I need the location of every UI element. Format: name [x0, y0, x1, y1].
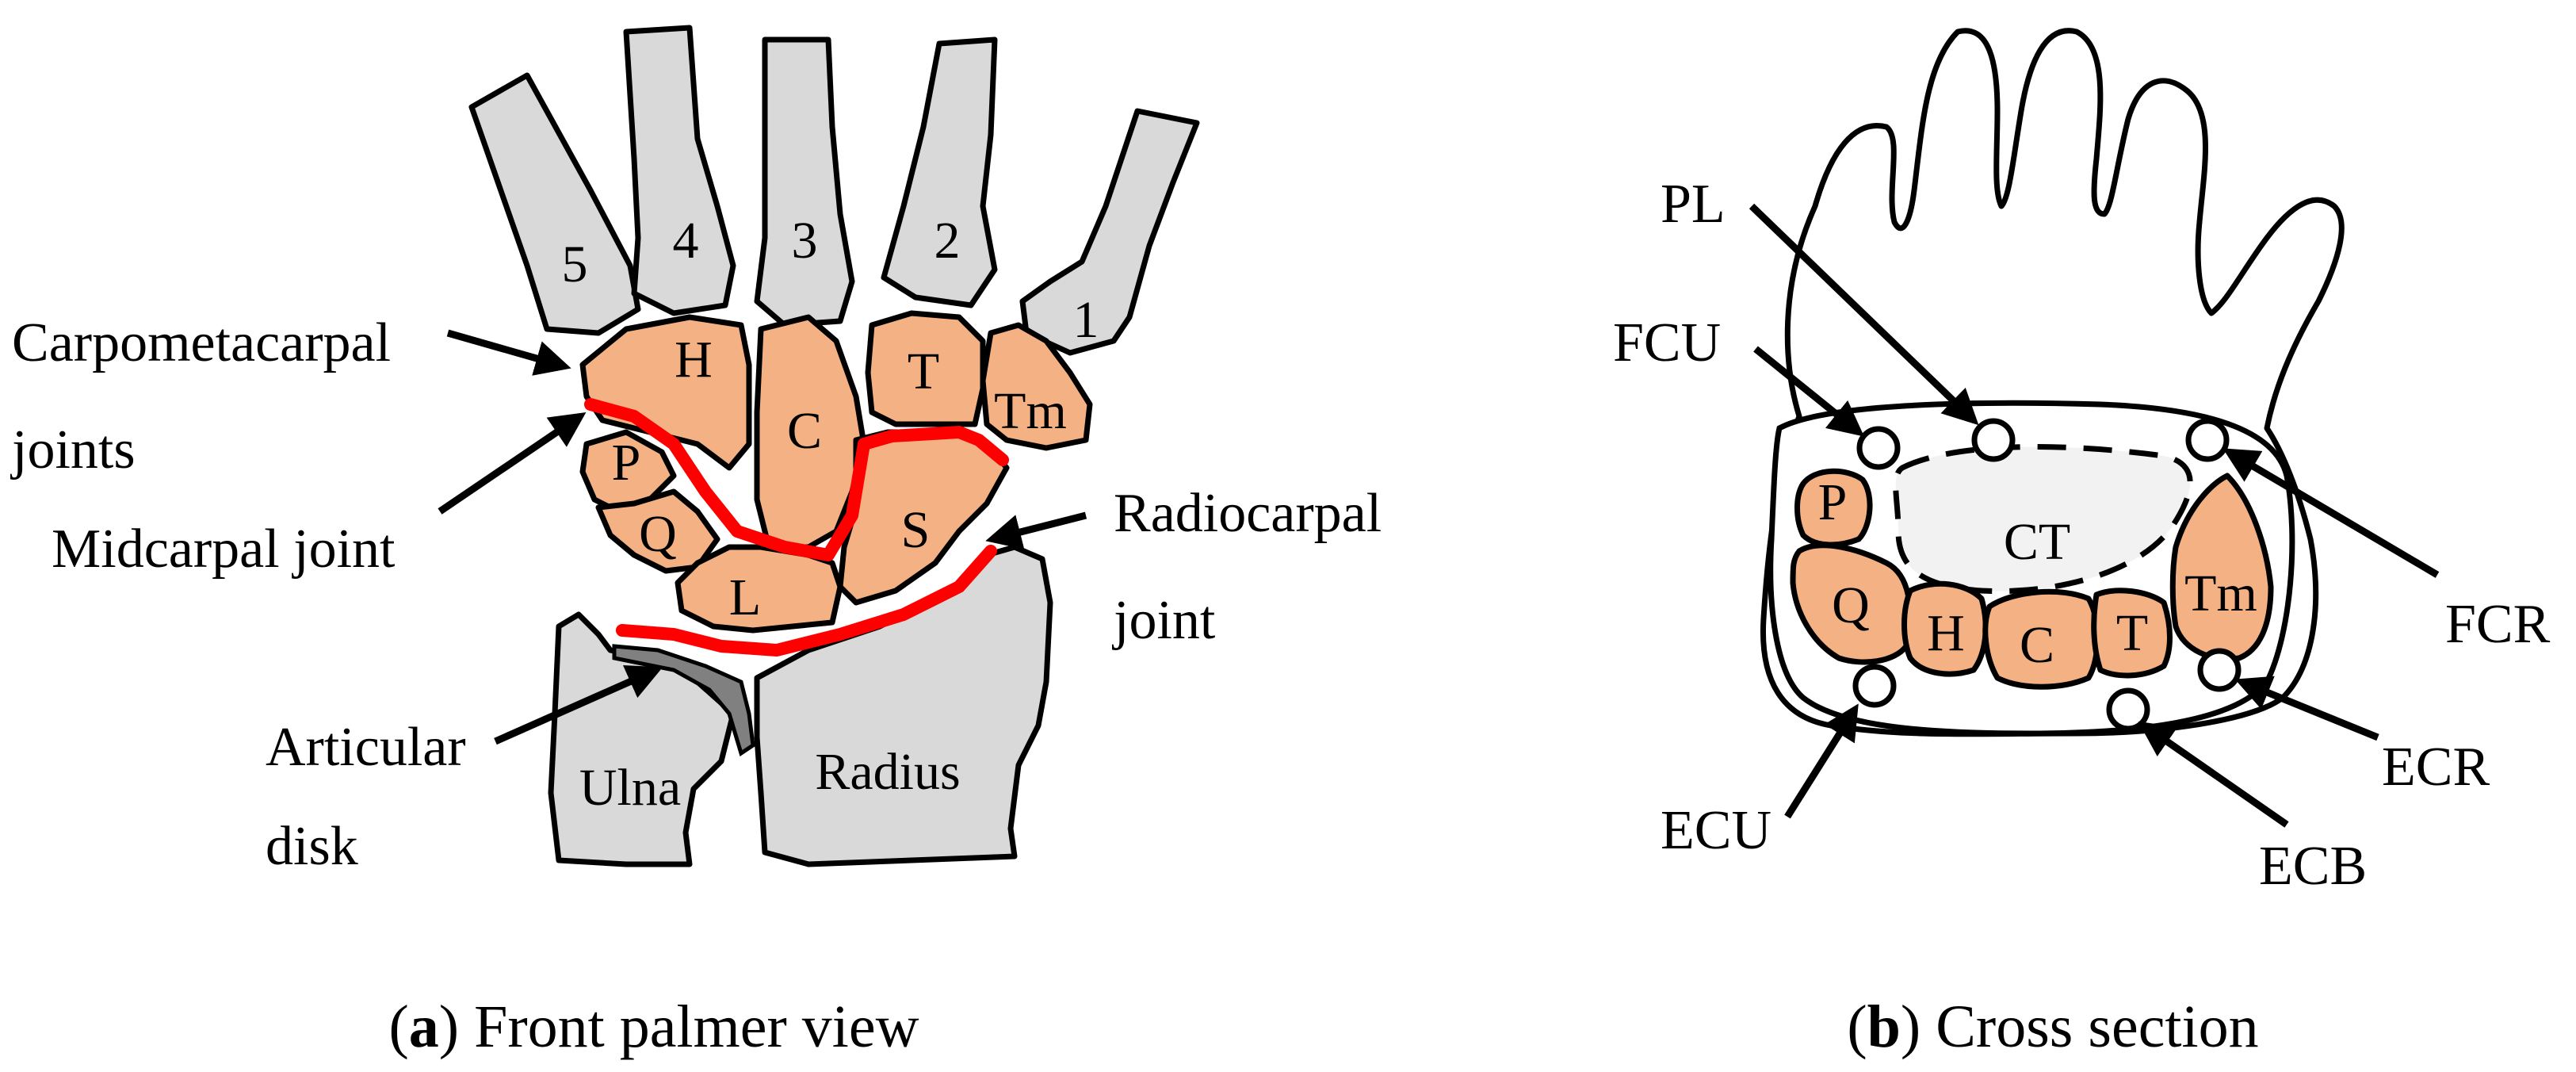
lunate-label: L	[729, 569, 761, 626]
pisiform-label: P	[612, 434, 641, 492]
midcarpal-joint-line	[584, 398, 1009, 561]
panel-a-caption: (a) Front palmer view	[388, 994, 919, 1060]
metacarpal-1-label: 1	[1073, 291, 1099, 349]
metacarpal-2-label: 2	[934, 212, 961, 270]
carpal-tunnel-label: CT	[2004, 513, 2070, 571]
radiocarpal-joint-line	[616, 545, 997, 657]
articular-label-line1: Articular	[266, 717, 466, 778]
trapezoid	[865, 310, 986, 427]
triquetrum-label: Q	[639, 505, 677, 563]
radiocarpal-arrow	[985, 511, 1087, 549]
panel-b-caption: (b) Cross section	[1847, 994, 2258, 1060]
tendon-ecr	[2197, 648, 2242, 692]
metacarpal-3-label: 3	[792, 212, 818, 270]
fcu-label: FCU	[1613, 312, 1721, 373]
cs-triquetrum-label: Q	[1832, 576, 1870, 634]
radius-label: Radius	[815, 743, 960, 801]
cross-section-carpals	[1790, 468, 2274, 690]
articular-disk-arrow	[494, 665, 663, 745]
scaphoid-label: S	[901, 501, 931, 559]
carpal-bones	[579, 310, 1093, 634]
cs-trapezoid	[2091, 588, 2173, 679]
fcu-arrow	[1753, 346, 1865, 437]
articular-disk	[612, 644, 755, 756]
carpometacarpal-arrow	[446, 329, 571, 376]
metacarpal-4	[623, 25, 736, 316]
ecu-label: ECU	[1661, 800, 1771, 861]
trapezium	[980, 322, 1093, 451]
radiocarpal-label-line1: Radiocarpal	[1114, 483, 1382, 544]
panel-b-cross-section: CT P Q H C T Tm PL FCU FCR	[1613, 28, 2551, 1060]
trapezoid-label: T	[908, 343, 939, 400]
panel-b-letter: b	[1867, 994, 1901, 1060]
metacarpal-5-label: 5	[562, 235, 588, 293]
midcarpal-arrow	[438, 412, 587, 515]
lunate	[675, 544, 843, 634]
ecu-arrow	[1784, 703, 1859, 819]
carpometacarpal-label-line1: Carpometacarpal	[12, 312, 391, 373]
radiocarpal-label-line2: joint	[1111, 590, 1216, 651]
panel-a-letter: a	[409, 994, 439, 1060]
carpal-tunnel	[1893, 444, 2193, 595]
cs-trapezium-label: Tm	[2184, 565, 2257, 622]
hamate	[579, 314, 752, 471]
hamate-label: H	[675, 331, 713, 389]
ecr-arrow	[2234, 676, 2379, 741]
fcr-arrow	[2222, 448, 2440, 578]
ecb-arrow	[2138, 721, 2289, 828]
triquetrum	[595, 488, 720, 574]
metacarpal-bones	[468, 25, 1200, 356]
carpometacarpal-label-line2: joints	[10, 419, 136, 480]
tendon-fcu	[1856, 426, 1901, 470]
panel-b-caption-text: Cross section	[1936, 994, 2258, 1060]
pl-label: PL	[1661, 174, 1726, 235]
trapezium-label: Tm	[994, 382, 1067, 440]
cs-hamate	[1901, 580, 1989, 677]
capitate-label: C	[787, 402, 822, 460]
capitate	[754, 314, 867, 550]
metacarpal-5	[468, 72, 641, 336]
ecb-label: ECB	[2259, 836, 2367, 897]
cs-pisiform	[1794, 468, 1873, 548]
cs-capitate-label: C	[2020, 616, 2054, 674]
pl-arrow	[1749, 203, 1979, 426]
panel-a-front-palmer-view: 5 4 3 2 1 H C T Tm P Q S L Ulna Radius C…	[10, 25, 1382, 1060]
ulna-label: Ulna	[579, 759, 681, 817]
articular-label-line2: disk	[266, 816, 358, 877]
fcr-label: FCR	[2445, 594, 2551, 655]
metacarpal-4-label: 4	[673, 212, 699, 270]
panel-a-caption-text: Front palmer view	[474, 994, 919, 1060]
metacarpal-2	[881, 36, 998, 308]
cs-trapezoid-label: T	[2116, 604, 2148, 662]
tendon-pl	[1971, 418, 2016, 462]
cs-capitate	[1982, 588, 2100, 690]
metacarpal-1	[1019, 108, 1200, 356]
cs-pisiform-label: P	[1818, 473, 1848, 531]
metacarpal-3	[754, 36, 855, 328]
cs-triquetrum	[1790, 542, 1913, 665]
ecr-label: ECR	[2382, 737, 2490, 798]
tendon-fcr	[2185, 418, 2230, 462]
tendon-ecb	[2106, 687, 2150, 732]
tendon-ecu	[1852, 664, 1897, 708]
midcarpal-label: Midcarpal joint	[52, 519, 396, 580]
cs-hamate-label: H	[1927, 604, 1965, 662]
forearm-bones	[548, 544, 1053, 867]
